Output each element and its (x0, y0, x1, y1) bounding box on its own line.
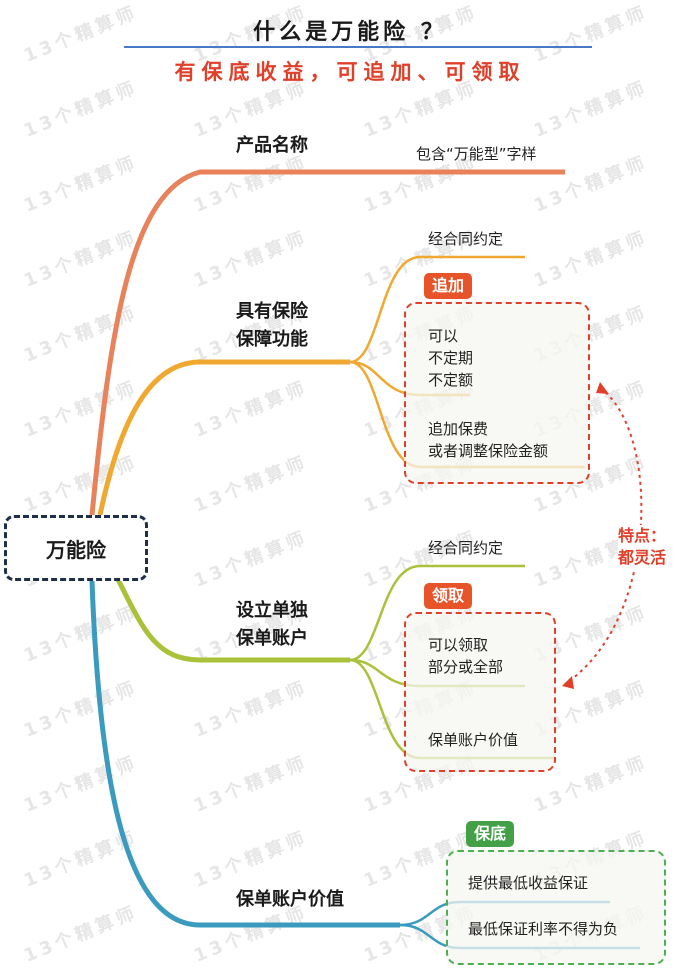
page-subtitle: 有保底收益，可追加、可领取 (174, 60, 526, 84)
leaf-withdraw-value: 保单账户价值 (428, 731, 519, 749)
tag-withdraw: 领取 (424, 583, 473, 609)
feature-note: 特点： 都灵活 (618, 525, 667, 569)
root-label: 万能险 (46, 537, 106, 562)
connector-branch-account (105, 558, 350, 663)
leaf-account-contract: 经合同约定 (428, 539, 504, 557)
connector-branch-value (89, 580, 400, 928)
guarantee-box (446, 850, 666, 965)
title-divider (124, 46, 592, 48)
page-title: 什么是万能险 ？ (253, 20, 447, 45)
connector-branch-insurance (97, 359, 350, 516)
node-separate-account: 设立单独 保单账户 (236, 600, 308, 649)
connector-branch-product-name (89, 169, 565, 516)
append-box (404, 302, 590, 484)
leaf-append-flexible: 可以 不定期 不定额 (428, 327, 474, 389)
node-insurance-function: 具有保险 保障功能 (236, 301, 308, 350)
leaf-withdraw-part: 可以领取 部分或全部 (428, 636, 504, 676)
tag-guarantee: 保底 (466, 821, 515, 847)
node-product-name: 产品名称 (236, 135, 308, 156)
leaf-append-premium: 追加保费 或者调整保险金额 (428, 420, 549, 460)
tag-append: 追加 (424, 273, 473, 299)
leaf-min-rate: 最低保证利率不得为负 (468, 920, 619, 938)
leaf-min-return: 提供最低收益保证 (468, 874, 589, 892)
node-account-value: 保单账户价值 (236, 889, 344, 910)
leaf-insurance-contract: 经合同约定 (428, 230, 504, 248)
root-node: 万能险 (4, 515, 148, 581)
leaf-product-name-detail: 包含“万能型”字样 (416, 145, 537, 163)
withdraw-box (404, 612, 556, 772)
